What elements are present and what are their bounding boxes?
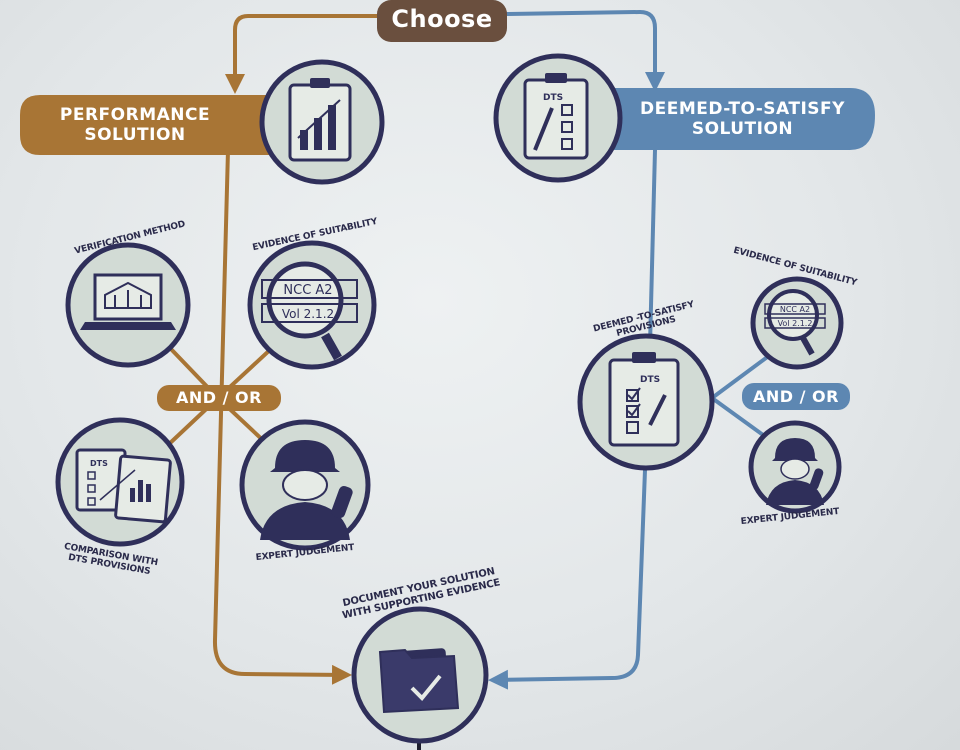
magnifier-text-top-left: NCC A2 [283,283,332,298]
provisions-to-document-connector [488,469,647,690]
comparison-checklist-tag: DTS [90,459,108,468]
dts-solution-bar [600,88,875,150]
dts-provisions-icon: DTS [577,333,715,471]
performance-to-document-connector [212,149,352,685]
expert-link-right [710,396,772,442]
choose-pill [377,0,507,42]
magnifier-text-bottom-right: Vol 2.1.2 [778,319,813,328]
evidence-of-suitability-icon-right: NCC A2 Vol 2.1.2 [750,276,844,370]
evidence-of-suitability-icon-left: NCC A2 Vol 2.1.2 [247,240,377,370]
expert-judgement-icon-right [748,420,842,514]
dts-clipboard-icon: DTS [493,53,623,183]
dts-to-provisions-connector [648,149,657,346]
performance-clipboard-icon [259,59,385,185]
and-or-pill-right [742,383,850,410]
evidence-link-right [710,353,772,400]
choose-label: Choose [391,4,493,33]
dts-solution-label: DEEMED-TO-SATISFY SOLUTION [640,98,845,139]
expert-judgement-icon-left [239,419,371,551]
choose-to-performance-connector [225,14,378,94]
provisions-checklist-tag: DTS [640,375,660,385]
magnifier-text-top-right: NCC A2 [780,305,810,314]
document-folder-icon [351,606,489,744]
performance-solution-bar [20,95,275,155]
magnifier-text-bottom-left: Vol 2.1.2 [282,307,334,321]
and-or-label-right: AND / OR [753,386,839,406]
and-or-pill-left [157,385,281,411]
verification-method-icon [65,242,191,368]
and-or-label-left: AND / OR [176,388,262,408]
dts-icon-tag: DTS [543,93,563,103]
comparison-icon: DTS [55,417,185,547]
performance-solution-label: PERFORMANCE SOLUTION [59,104,211,145]
choose-to-dts-connector [504,9,665,92]
